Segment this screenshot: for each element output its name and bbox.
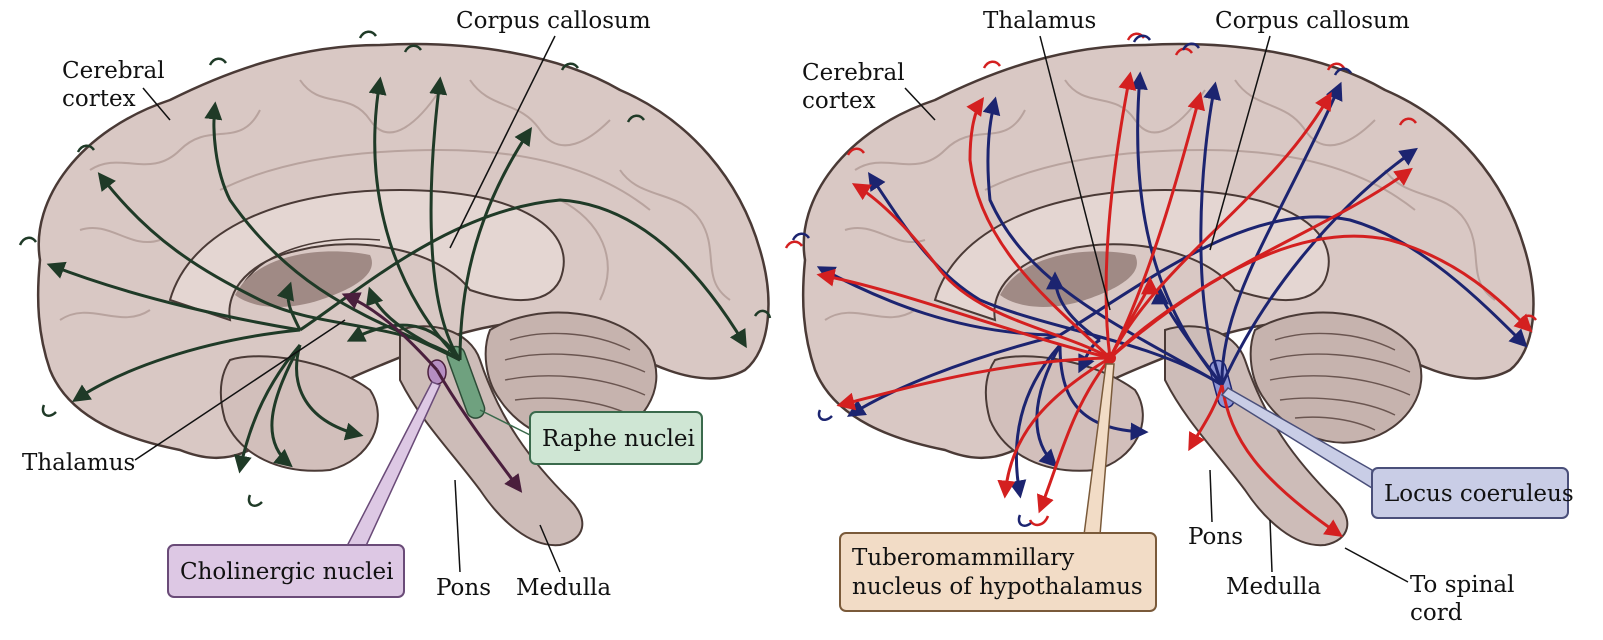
- svg-text:Cerebral: Cerebral: [802, 60, 905, 86]
- right-label-cerebral-cortex: Cerebral cortex: [802, 60, 905, 114]
- left-label-cerebral-cortex: Cerebral cortex: [62, 58, 165, 112]
- left-label-pons: Pons: [436, 575, 491, 601]
- right-label-pons: Pons: [1188, 524, 1243, 550]
- svg-text:cord: cord: [1410, 600, 1463, 626]
- left-label-medulla: Medulla: [516, 575, 611, 601]
- right-brain-panel: Cerebral cortex Thalamus Corpus callosum…: [786, 8, 1574, 626]
- left-brain-panel: Cerebral cortex Corpus callosum Thalamus…: [20, 8, 770, 601]
- left-label-thalamus: Thalamus: [22, 450, 135, 476]
- svg-text:nucleus of hypothalamus: nucleus of hypothalamus: [852, 574, 1143, 600]
- svg-text:Raphe nuclei: Raphe nuclei: [542, 426, 695, 452]
- svg-text:Tuberomammillary: Tuberomammillary: [852, 545, 1074, 571]
- svg-text:Cholinergic nuclei: Cholinergic nuclei: [180, 559, 394, 585]
- svg-text:Locus coeruleus: Locus coeruleus: [1384, 481, 1574, 507]
- left-label-corpus-callosum: Corpus callosum: [456, 8, 651, 34]
- svg-text:Cerebral: Cerebral: [62, 58, 165, 84]
- svg-text:To spinal: To spinal: [1410, 572, 1514, 598]
- right-label-medulla: Medulla: [1226, 574, 1321, 600]
- svg-text:cortex: cortex: [802, 88, 876, 114]
- svg-text:cortex: cortex: [62, 86, 136, 112]
- right-label-thalamus: Thalamus: [983, 8, 1096, 34]
- right-label-to-spinal-cord: To spinal cord: [1410, 572, 1514, 626]
- right-label-corpus-callosum: Corpus callosum: [1215, 8, 1410, 34]
